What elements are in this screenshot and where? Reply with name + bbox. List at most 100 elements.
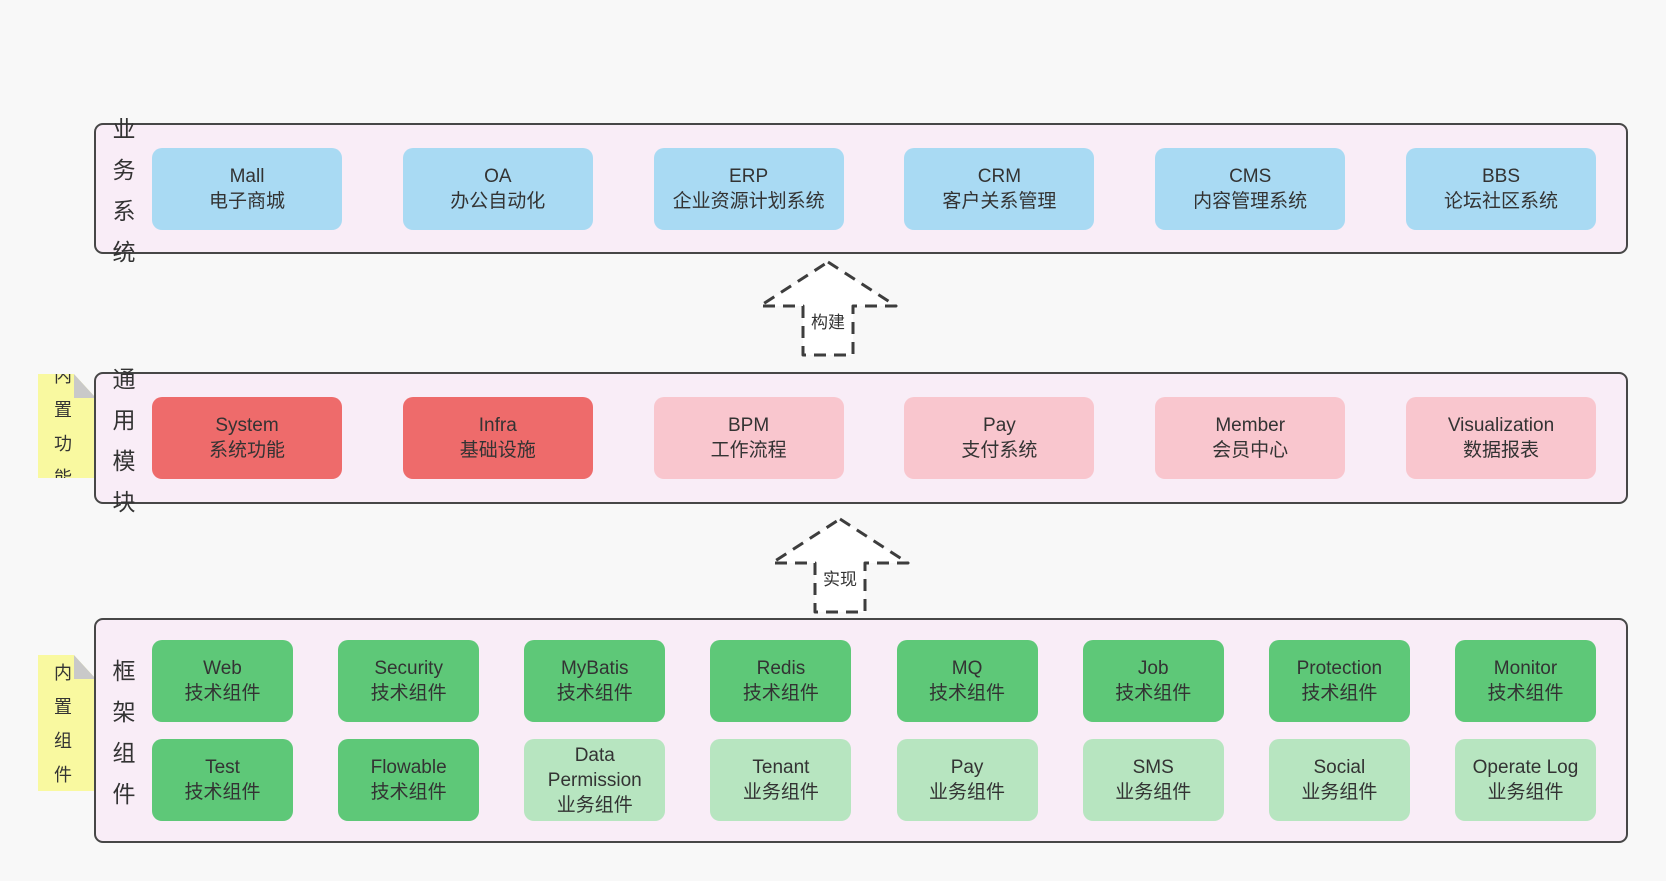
node-title: Monitor bbox=[1493, 658, 1558, 679]
node-title: MQ bbox=[951, 658, 983, 679]
node-title: CRM bbox=[977, 165, 1022, 187]
node-subtitle: 业务组件 bbox=[742, 782, 819, 803]
node-subtitle: 技术组件 bbox=[742, 683, 819, 704]
node-subtitle: 工作流程 bbox=[710, 440, 787, 461]
node-subtitle: 技术组件 bbox=[929, 683, 1006, 704]
node-social: Social 业务组件 bbox=[1268, 739, 1410, 821]
node-subtitle: 技术组件 bbox=[370, 782, 447, 803]
node-subtitle: 业务组件 bbox=[1115, 782, 1192, 803]
node-subtitle: 数据报表 bbox=[1462, 440, 1539, 461]
node-title: SMS bbox=[1132, 757, 1174, 778]
node-pay: Pay 支付系统 bbox=[904, 397, 1095, 479]
node-sms: SMS 业务组件 bbox=[1082, 739, 1224, 821]
node-infra: Infra 基础设施 bbox=[402, 397, 593, 479]
node-title: System bbox=[215, 415, 279, 436]
node-bbs: BBS 论坛社区系统 bbox=[1405, 147, 1596, 230]
node-subtitle: 技术组件 bbox=[1487, 683, 1564, 704]
node-tenant: Tenant 业务组件 bbox=[710, 739, 852, 821]
node-visualization: Visualization 数据报表 bbox=[1405, 397, 1596, 479]
node-cms: CMS 内容管理系统 bbox=[1155, 147, 1346, 230]
arrow-label: 实现 bbox=[823, 570, 857, 589]
node-subtitle: 业务组件 bbox=[1301, 782, 1378, 803]
section-label: 业务系统 bbox=[112, 116, 136, 265]
node-subtitle: 基础设施 bbox=[459, 440, 536, 461]
node-operate-log: Operate Log 业务组件 bbox=[1454, 739, 1596, 821]
node-bpm: BPM 工作流程 bbox=[653, 397, 844, 479]
node-title: Tenant bbox=[752, 757, 810, 778]
sticky-fold-corner bbox=[74, 655, 96, 679]
node-title: ERP bbox=[729, 165, 769, 187]
section-label: 通用模块 bbox=[112, 365, 136, 515]
node-mq: MQ 技术组件 bbox=[896, 640, 1038, 722]
up-arrow-implement: 实现 bbox=[768, 515, 912, 616]
arrow-label: 构建 bbox=[811, 313, 845, 332]
node-redis: Redis 技术组件 bbox=[710, 640, 852, 722]
node-subtitle: 技术组件 bbox=[184, 683, 261, 704]
node-title: Pay bbox=[983, 415, 1016, 436]
node-oa: OA 办公自动化 bbox=[402, 147, 593, 230]
node-subtitle: 技术组件 bbox=[184, 782, 261, 803]
up-arrow-icon bbox=[770, 517, 910, 614]
node-title: BBS bbox=[1481, 165, 1520, 187]
up-arrow-icon bbox=[758, 260, 898, 357]
section-common-modules: 通用模块 System 系统功能 Infra 基础设施 BPM 工作流程 Pay 支付系统 Me… bbox=[94, 365, 1628, 515]
node-title: Security bbox=[374, 658, 443, 679]
node-title: Member bbox=[1215, 415, 1286, 436]
node-title: Operate Log bbox=[1472, 757, 1579, 778]
node-title: Protection bbox=[1296, 658, 1383, 679]
node-subtitle: 技术组件 bbox=[1115, 683, 1192, 704]
sticky-note-label: 内置组件 bbox=[54, 663, 72, 785]
node-title: OA bbox=[484, 165, 512, 187]
node-subtitle: 业务组件 bbox=[1487, 782, 1564, 803]
sticky-fold-corner bbox=[74, 374, 96, 398]
node-test: Test 技术组件 bbox=[152, 739, 293, 821]
node-subtitle: 企业资源计划系统 bbox=[672, 190, 825, 212]
node-subtitle: 办公自动化 bbox=[450, 190, 546, 212]
sticky-note-label: 内置功能 bbox=[54, 366, 72, 488]
node-mybatis: MyBatis 技术组件 bbox=[524, 640, 666, 722]
node-monitor: Monitor 技术组件 bbox=[1454, 640, 1596, 722]
node-crm: CRM 客户关系管理 bbox=[904, 147, 1095, 230]
node-subtitle: 业务组件 bbox=[556, 794, 633, 816]
sticky-note-builtin-components: 内置组件 bbox=[38, 655, 96, 791]
node-title: Visualization bbox=[1447, 415, 1555, 436]
sticky-note-builtin-features: 内置功能 bbox=[38, 374, 96, 478]
node-subtitle: 技术组件 bbox=[556, 683, 633, 704]
node-subtitle: 支付系统 bbox=[961, 440, 1038, 461]
node-erp: ERP 企业资源计划系统 bbox=[653, 147, 844, 230]
node-title: CMS bbox=[1229, 165, 1272, 187]
node-title: MyBatis bbox=[560, 658, 629, 679]
node-title: Test bbox=[205, 757, 240, 778]
node-subtitle: 客户关系管理 bbox=[942, 190, 1057, 212]
up-arrow-build: 构建 bbox=[756, 258, 900, 359]
node-title: Infra bbox=[478, 415, 517, 436]
node-subtitle: 内容管理系统 bbox=[1193, 190, 1308, 212]
node-title: Pay bbox=[950, 757, 984, 778]
node-web: Web 技术组件 bbox=[152, 640, 293, 722]
node-subtitle: 电子商城 bbox=[208, 190, 285, 212]
node-title: BPM bbox=[728, 415, 770, 436]
node-title: Web bbox=[203, 658, 242, 679]
node-system: System 系统功能 bbox=[152, 397, 342, 479]
node-title: Redis bbox=[756, 658, 806, 679]
node-title: Social bbox=[1313, 757, 1366, 778]
node-subtitle: 系统功能 bbox=[208, 440, 285, 461]
node-flowable: Flowable 技术组件 bbox=[338, 739, 480, 821]
node-subtitle: 论坛社区系统 bbox=[1443, 190, 1558, 212]
node-title: Flowable bbox=[370, 757, 447, 778]
